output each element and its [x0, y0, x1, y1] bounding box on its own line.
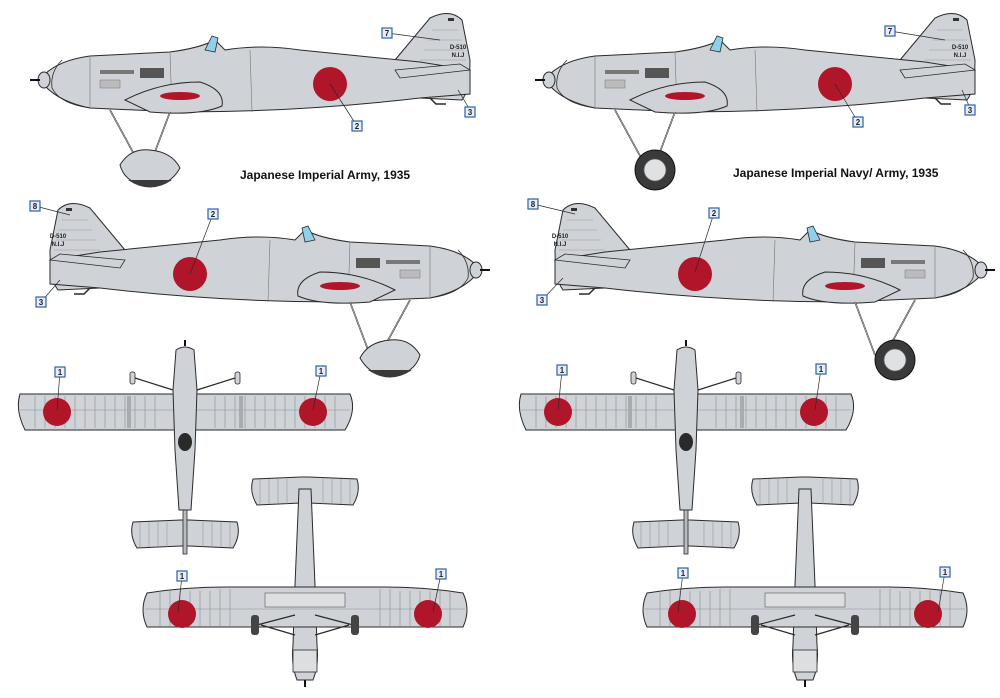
callout-3-left-top: 3	[464, 106, 476, 118]
svg-text:2: 2	[856, 118, 861, 127]
callout-8-left: 8	[29, 200, 41, 212]
callout-3-right-mid: 3	[536, 294, 548, 306]
fin-code-1d: D-510	[552, 234, 569, 240]
callout-2-right-mid: 2	[708, 207, 720, 219]
profile-army-right	[49, 202, 491, 378]
svg-text:8: 8	[33, 202, 38, 211]
svg-text:1: 1	[58, 368, 63, 377]
callout-8-right: 8	[527, 198, 539, 210]
svg-text:3: 3	[468, 108, 473, 117]
callout-1-f: 1	[435, 568, 447, 580]
fin-code-1a: D-510	[450, 45, 467, 51]
callout-1-d: 1	[815, 363, 827, 375]
callout-1-e: 1	[176, 570, 188, 582]
fin-code-2b: N.I.J	[954, 53, 967, 59]
callout-1-a: 1	[54, 366, 66, 378]
svg-text:3: 3	[540, 296, 545, 305]
callout-7-right: 7	[884, 25, 896, 37]
callout-1-g: 1	[677, 567, 689, 579]
callout-3-right-top: 3	[964, 104, 976, 116]
callout-1-c: 1	[556, 364, 568, 376]
caption-army: Japanese Imperial Army, 1935	[240, 168, 411, 182]
svg-text:2: 2	[712, 209, 717, 218]
svg-text:1: 1	[560, 366, 565, 375]
fin-code-1c: D-510	[50, 234, 67, 240]
svg-text:3: 3	[968, 106, 973, 115]
profile-navy-left	[534, 12, 976, 191]
profile-navy-right	[554, 202, 996, 381]
callout-1-h: 1	[939, 566, 951, 578]
svg-text:8: 8	[531, 200, 536, 209]
svg-text:7: 7	[888, 27, 893, 36]
callout-3-left-mid: 3	[35, 296, 47, 308]
svg-text:7: 7	[385, 29, 390, 38]
callout-2-right-top: 2	[852, 116, 864, 128]
fin-codes: D-510 N.I.J D-510 N.I.J D-510 N.I.J D-51…	[50, 45, 969, 248]
fin-code-2c: N.I.J	[52, 242, 65, 248]
fin-code-1b: D-510	[952, 45, 969, 51]
svg-text:2: 2	[211, 210, 216, 219]
callout-badges: 7 2 3 7 2 3 8 2 3 8 2 3 1 1 1 1 1 1 1 1	[29, 25, 976, 582]
svg-text:2: 2	[355, 122, 360, 131]
callout-2-left-top: 2	[351, 120, 363, 132]
fin-code-2a: N.I.J	[452, 53, 465, 59]
svg-text:1: 1	[319, 367, 324, 376]
svg-text:1: 1	[439, 570, 444, 579]
svg-text:1: 1	[819, 365, 824, 374]
svg-text:1: 1	[943, 568, 948, 577]
svg-text:1: 1	[681, 569, 686, 578]
profile-army-left	[29, 12, 471, 188]
fin-code-2d: N.I.J	[554, 242, 567, 248]
callout-7-left: 7	[381, 27, 393, 39]
caption-navy-army: Japanese Imperial Navy/ Army, 1935	[733, 166, 939, 180]
callout-1-b: 1	[315, 365, 327, 377]
svg-text:1: 1	[180, 572, 185, 581]
svg-text:3: 3	[39, 298, 44, 307]
callout-2-left-mid: 2	[207, 208, 219, 220]
